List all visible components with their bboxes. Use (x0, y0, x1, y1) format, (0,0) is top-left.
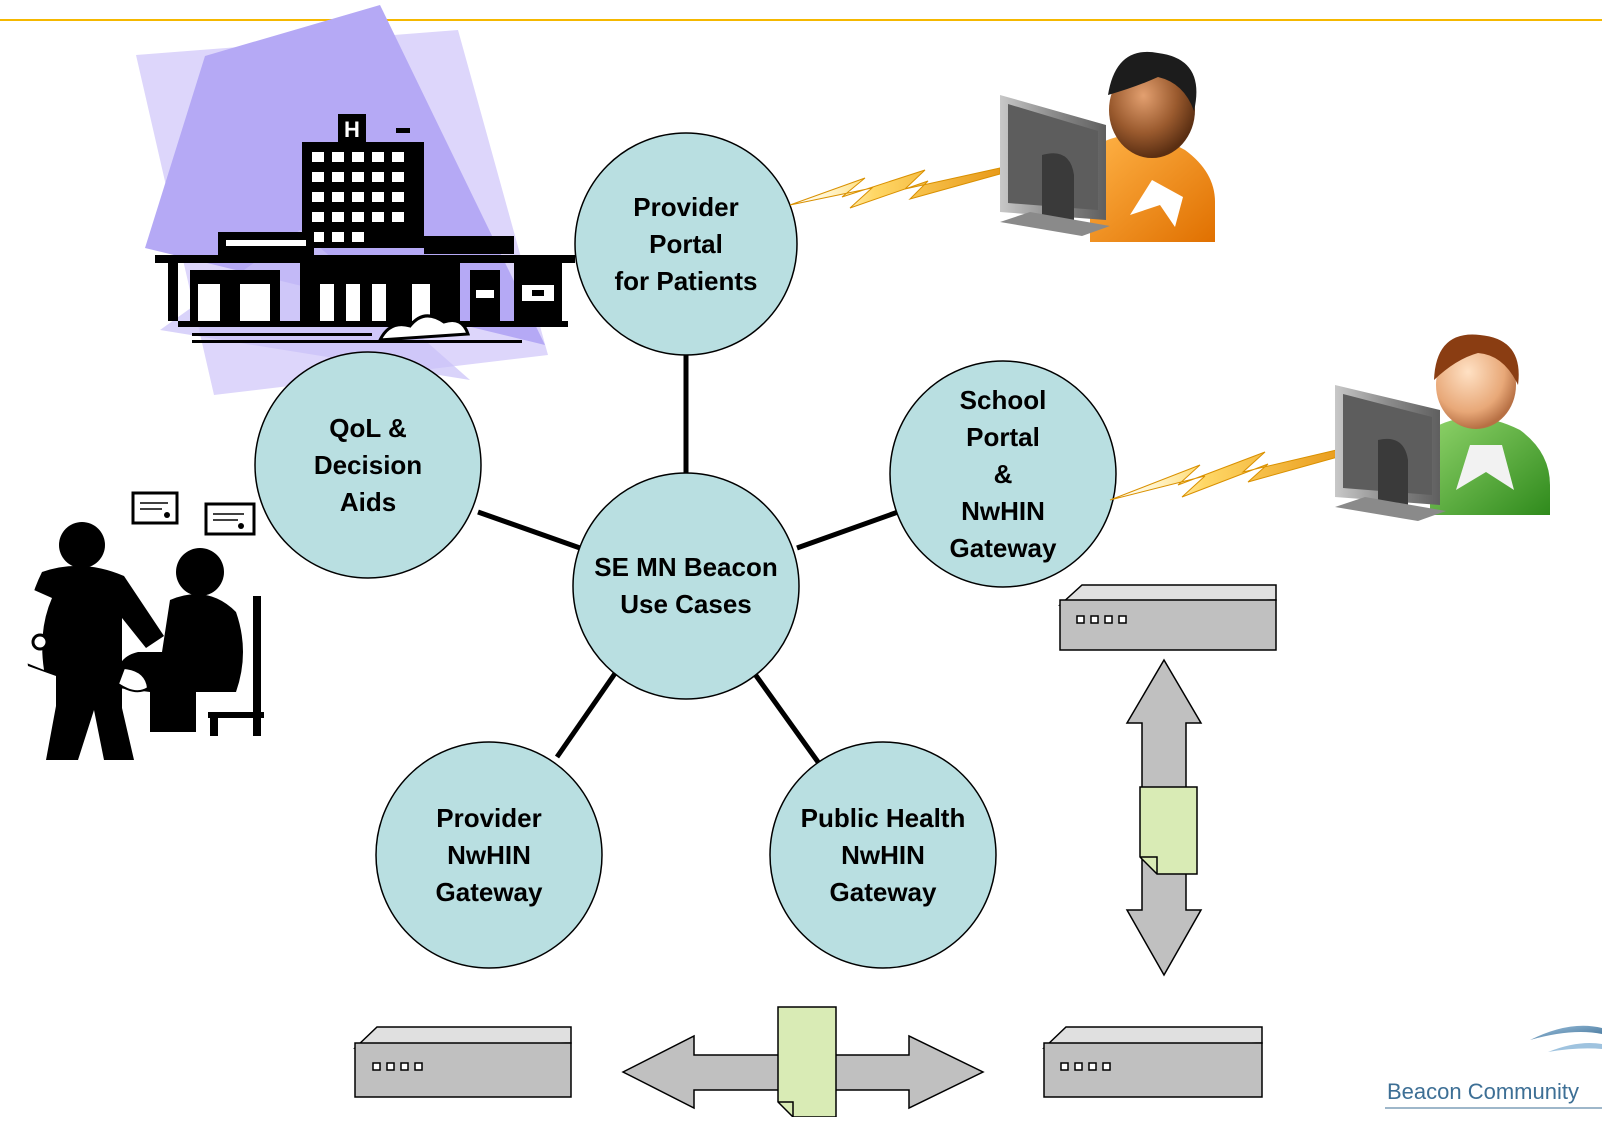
spoke-school (796, 509, 899, 551)
spokes (477, 355, 899, 764)
hospital-sign-letter: H (344, 117, 360, 142)
spoke-provider-gateway (554, 670, 619, 759)
document-icon-2 (777, 1006, 837, 1118)
node-center (572, 472, 800, 700)
beacon-community-logo-text: Beacon Community (1387, 1079, 1579, 1104)
user-at-computer-icon (1000, 51, 1215, 242)
lightning-bolt-icon (789, 167, 1001, 209)
beacon-logo-icon (1530, 1025, 1602, 1052)
node-public-health (769, 741, 997, 969)
spoke-public-health (749, 668, 821, 764)
server-icon-3 (1042, 1026, 1263, 1098)
node-provider-portal (574, 132, 798, 356)
server-icon (1058, 584, 1277, 651)
node-provider-gateway (375, 741, 603, 969)
spoke-qol (477, 509, 581, 551)
doctor-patient-icon (21, 491, 264, 760)
hospital-icon: H (155, 114, 575, 343)
user-at-computer-icon-2 (1335, 334, 1550, 521)
lightning-bolt-icon-2 (1109, 447, 1346, 501)
server-icon-2 (353, 1026, 572, 1098)
document-icon (1139, 786, 1198, 875)
node-qol (254, 351, 482, 579)
node-school-portal (889, 360, 1117, 588)
